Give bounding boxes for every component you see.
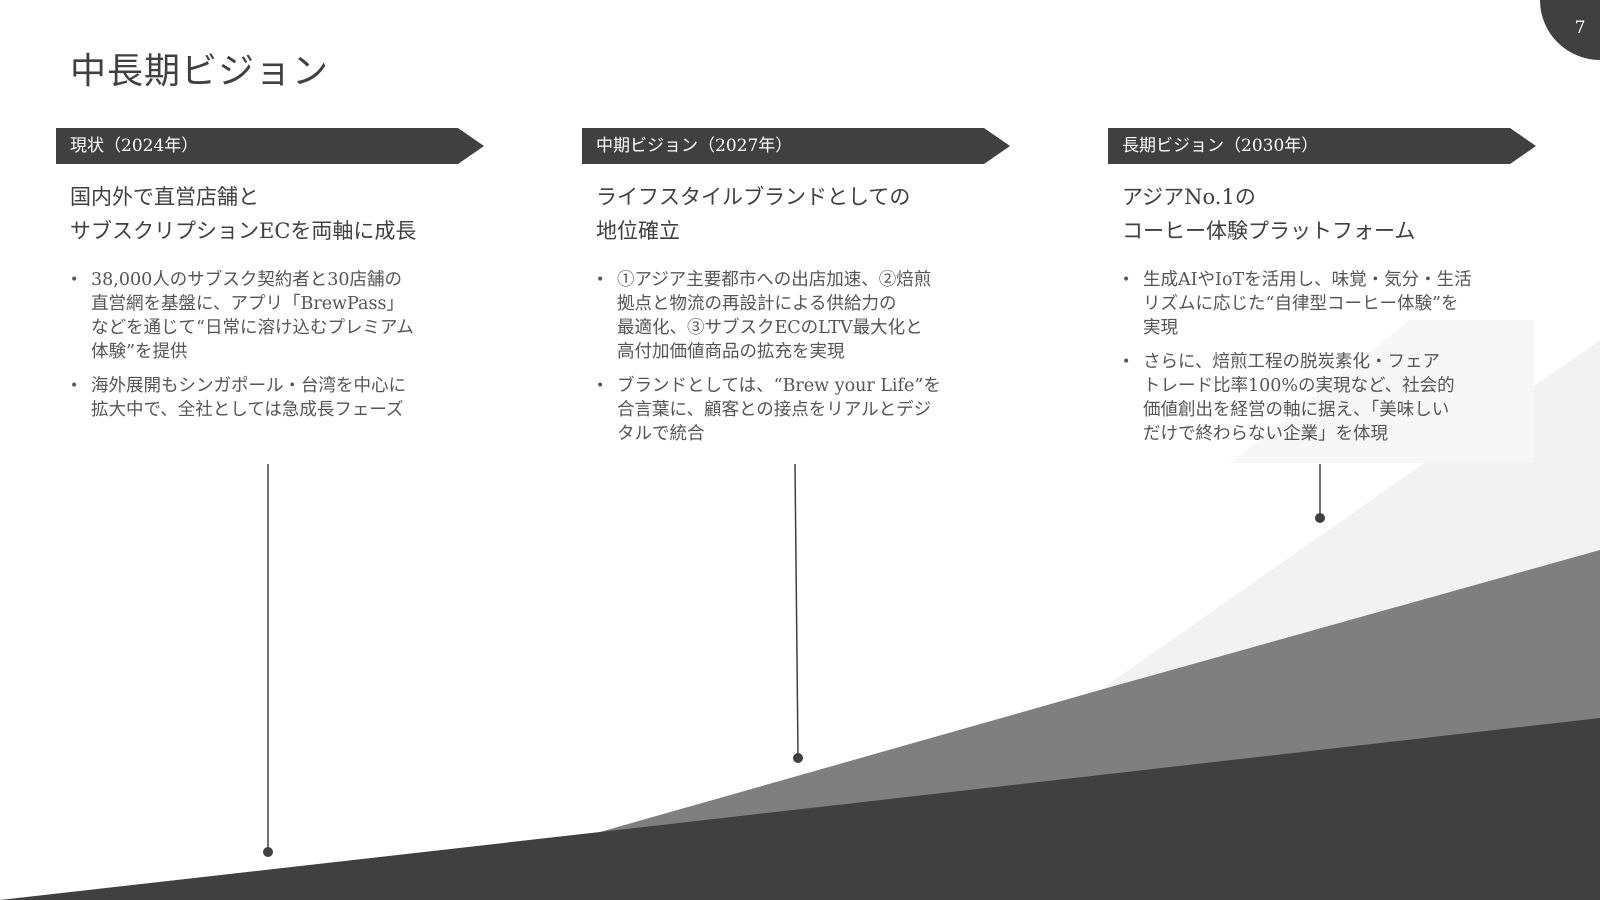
bullet-list: 生成AIやIoTを活用し、味覚・気分・生活 リズムに応じた“自律型コーヒー体験”… <box>1122 268 1548 446</box>
headline-line: ライフスタイルブランドとしての <box>596 185 911 209</box>
bullet-item: 生成AIやIoTを活用し、味覚・気分・生活 リズムに応じた“自律型コーヒー体験”… <box>1122 268 1548 340</box>
phase-banner-label: 現状（2024年） <box>70 136 199 156</box>
page-number: 7 <box>1574 18 1586 38</box>
phase-headline: 国内外で直営店舗と サブスクリプションECを両軸に成長 <box>70 180 496 248</box>
bullet-item: 海外展開もシンガポール・台湾を中心に 拡大中で、全社としては急成長フェーズ <box>70 374 496 422</box>
bullet-item: さらに、焙煎工程の脱炭素化・フェア トレード比率100%の実現など、社会的 価値… <box>1122 350 1548 446</box>
column-long-term-2030: 長期ビジョン（2030年） アジアNo.1の コーヒー体験プラットフォーム 生成… <box>1108 128 1548 456</box>
bullet-item: ①アジア主要都市への出店加速、②焙煎 拠点と物流の再設計による供給力の 最適化、… <box>596 268 1022 364</box>
headline-line: アジアNo.1の <box>1122 185 1256 209</box>
phase-banner-label: 長期ビジョン（2030年） <box>1122 136 1319 156</box>
headline-line: 地位確立 <box>596 219 680 243</box>
slide-title: 中長期ビジョン <box>70 51 330 92</box>
connector-dot-2024 <box>263 847 273 857</box>
phase-headline: ライフスタイルブランドとしての 地位確立 <box>596 180 1022 248</box>
column-current-2024: 現状（2024年） 国内外で直営店舗と サブスクリプションECを両軸に成長 38… <box>56 128 496 432</box>
phase-banner-mid-term: 中期ビジョン（2027年） <box>582 128 1010 164</box>
phase-banner-long-term: 長期ビジョン（2030年） <box>1108 128 1536 164</box>
column-mid-term-2027: 中期ビジョン（2027年） ライフスタイルブランドとしての 地位確立 ①アジア主… <box>582 128 1022 456</box>
connector-dot-2030 <box>1315 513 1325 523</box>
bullet-list: ①アジア主要都市への出店加速、②焙煎 拠点と物流の再設計による供給力の 最適化、… <box>596 268 1022 446</box>
bullet-list: 38,000人のサブスク契約者と30店舗の 直営網を基盤に、アプリ「BrewPa… <box>70 268 496 422</box>
phase-banner-label: 中期ビジョン（2027年） <box>596 136 793 156</box>
connector-line-2027 <box>794 463 799 756</box>
connector-dot-2027 <box>793 753 803 763</box>
bullet-item: 38,000人のサブスク契約者と30店舗の 直営網を基盤に、アプリ「BrewPa… <box>70 268 496 364</box>
bullet-item: ブランドとしては、“Brew your Life”を 合言葉に、顧客との接点をリ… <box>596 374 1022 446</box>
headline-line: コーヒー体験プラットフォーム <box>1122 219 1416 243</box>
phase-banner-current: 現状（2024年） <box>56 128 484 164</box>
headline-line: 国内外で直営店舗と <box>70 185 259 209</box>
phase-headline: アジアNo.1の コーヒー体験プラットフォーム <box>1122 180 1548 248</box>
headline-line: サブスクリプションECを両軸に成長 <box>70 219 417 243</box>
dark-slope <box>0 718 1600 900</box>
